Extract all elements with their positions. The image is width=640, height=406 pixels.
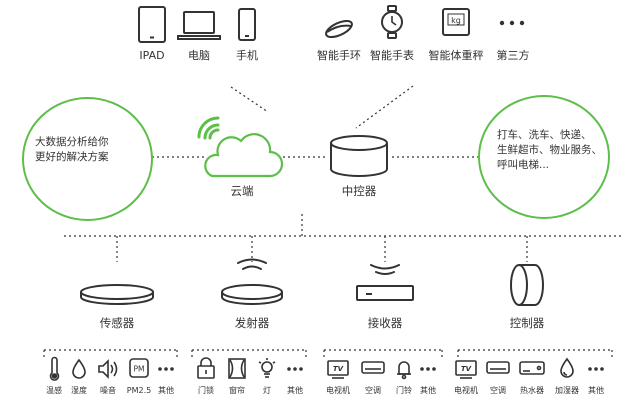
receiver-other-label: 其他	[420, 386, 436, 395]
noise-label: 噪音	[100, 386, 116, 395]
sensor-other-label: 其他	[158, 386, 174, 395]
emitter-device-icon	[221, 284, 283, 305]
more-receiver-icon	[420, 367, 436, 371]
tv-label: 电视机	[326, 386, 350, 395]
doorbell-icon	[397, 361, 411, 380]
services-text: 打车、洗车、快递、 生鲜超市、物业服务、 呼叫电梯...	[497, 128, 602, 173]
ipad-icon	[138, 6, 166, 43]
smart-band-label: 智能手环	[317, 49, 361, 62]
smart-band-icon	[325, 19, 353, 39]
controller-label: 控制器	[509, 316, 545, 330]
controller-other-label: 其他	[588, 386, 604, 395]
analysis-circle	[22, 97, 153, 221]
analysis-text: 大数据分析给你 更好的解决方案	[35, 135, 109, 165]
smart-watch-label: 智能手表	[370, 49, 414, 62]
analysis-line-2: 更好的解决方案	[35, 151, 109, 163]
smart-scale-label: 智能体重秤	[428, 49, 484, 62]
wifi-icon	[197, 116, 220, 140]
more-controller-icon	[588, 367, 604, 371]
cloud-label: 云端	[230, 184, 254, 198]
receiver-label: 接收器	[367, 316, 403, 330]
phone-label: 手机	[236, 49, 258, 62]
tv-icon: TV	[327, 360, 349, 379]
tv-glyph-2: TV	[461, 365, 472, 373]
more-sensor-icon	[158, 367, 174, 371]
scale-kg-glyph: kg	[451, 16, 461, 25]
more-icon	[499, 20, 525, 26]
tv-icon-2: TV	[455, 360, 477, 379]
analysis-line-1: 大数据分析给你	[35, 136, 109, 148]
lamp-label: 灯	[263, 386, 271, 395]
controller-hub-label: 中控器	[341, 184, 377, 198]
controller-hub-icon	[330, 135, 388, 177]
humidifier-label: 加湿器	[555, 386, 579, 395]
humidity-label: 湿度	[71, 386, 87, 395]
tv-label-2: 电视机	[454, 386, 478, 395]
water-heater-label: 热水器	[520, 386, 544, 395]
lamp-icon	[258, 358, 276, 378]
pm-glyph: PM	[134, 365, 145, 374]
receiver-waves-icon	[370, 264, 400, 275]
pm25-icon: PM	[129, 358, 149, 378]
services-circle	[478, 95, 610, 219]
curtain-icon	[228, 358, 246, 379]
more-emitter-icon	[287, 367, 303, 371]
services-line-3: 呼叫电梯...	[497, 159, 550, 171]
ipad-label: IPAD	[139, 49, 165, 62]
bus-connectors	[64, 214, 622, 262]
door-lock-icon	[197, 357, 215, 379]
phone-icon	[238, 8, 256, 41]
scale-icon: kg	[442, 8, 470, 36]
computer-label: 电脑	[188, 49, 210, 62]
pm25-label: PM2.5	[126, 386, 152, 395]
doorbell-label: 门铃	[396, 386, 412, 395]
air-conditioner-icon	[361, 361, 385, 374]
water-heater-icon	[519, 361, 545, 375]
smart-watch-icon	[381, 5, 403, 39]
emitter-label: 发射器	[234, 316, 270, 330]
services-line-2: 生鲜超市、物业服务、	[497, 144, 602, 156]
curtain-label: 窗帘	[229, 386, 245, 395]
noise-speaker-icon	[98, 359, 118, 379]
humidifier-icon	[560, 357, 574, 378]
emitter-waves-icon	[237, 258, 267, 270]
temperature-label: 温感	[46, 386, 62, 395]
cloud-icon	[204, 133, 284, 178]
sensor-label: 传感器	[99, 316, 135, 330]
receiver-device-icon	[356, 285, 414, 301]
ac-label: 空调	[365, 386, 381, 395]
third-party-label: 第三方	[496, 49, 530, 62]
thermometer-icon	[49, 356, 60, 381]
controller-device-icon	[510, 264, 544, 306]
tv-glyph: TV	[333, 365, 344, 373]
sensor-device-icon	[80, 284, 154, 305]
laptop-icon	[177, 11, 221, 40]
humidity-drop-icon	[72, 358, 86, 379]
ac-label-2: 空调	[490, 386, 506, 395]
services-line-1: 打车、洗车、快递、	[497, 129, 592, 141]
bottom-connectors	[43, 349, 613, 357]
air-conditioner-icon-2	[486, 361, 510, 374]
door-lock-label: 门锁	[198, 386, 214, 395]
emitter-other-label: 其他	[287, 386, 303, 395]
top-connectors	[152, 85, 478, 158]
